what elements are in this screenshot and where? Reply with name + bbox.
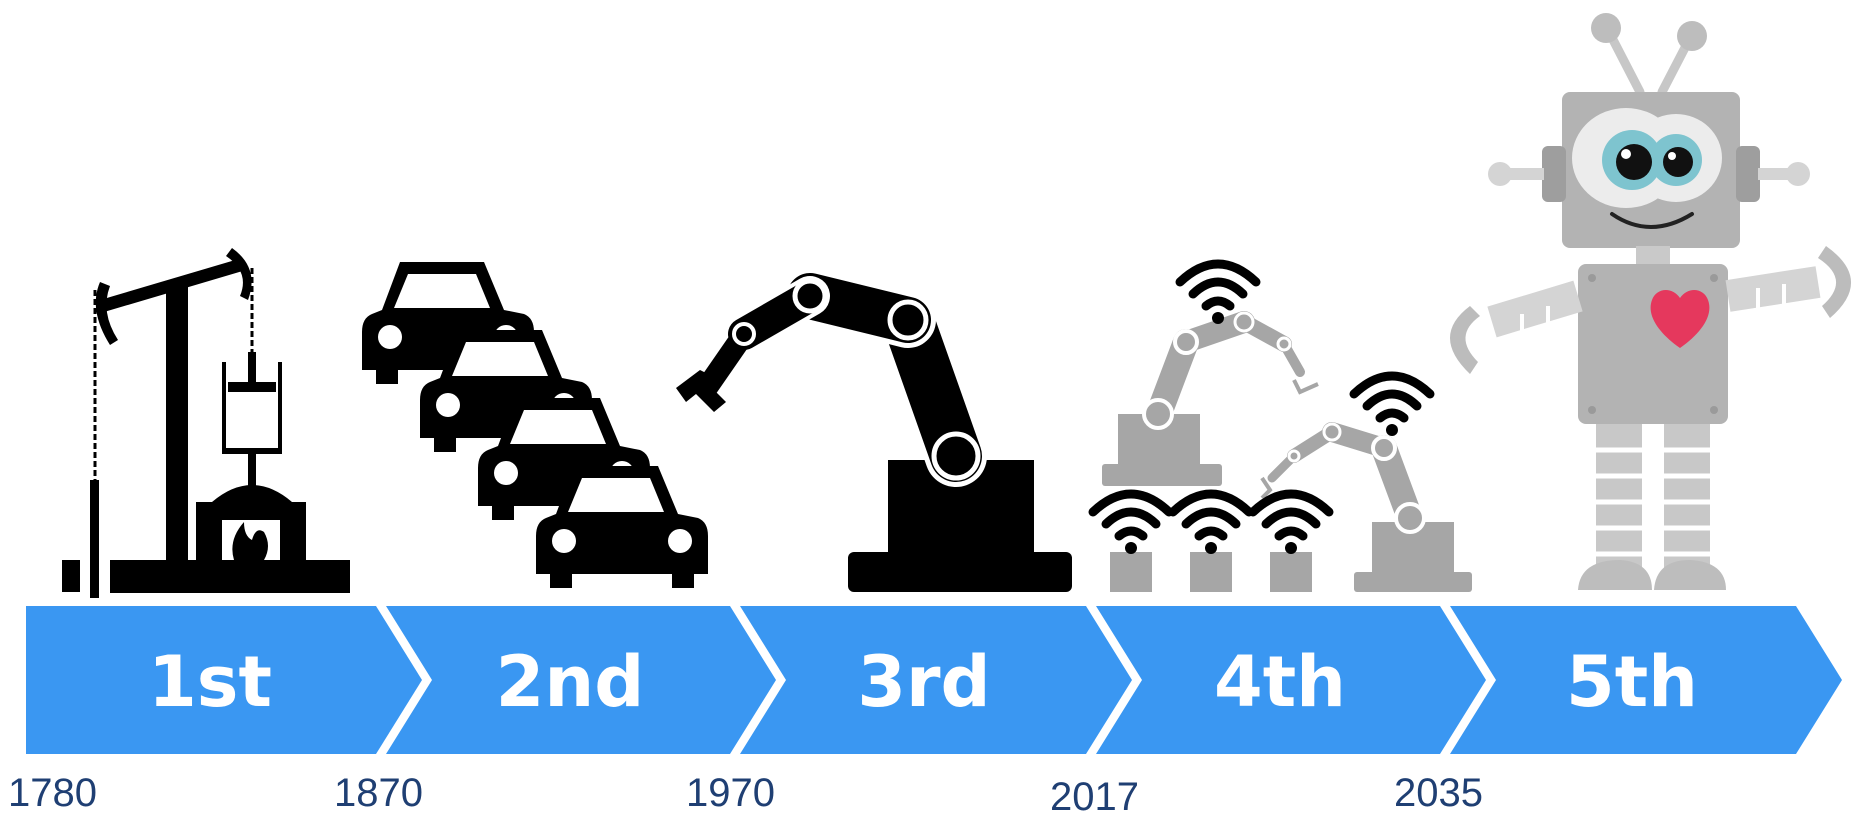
year-label-4: 2017 (1050, 775, 1139, 817)
era-labels: 1st 2nd 3rd 4th 5th (148, 641, 1698, 723)
era-arrow-5 (1450, 606, 1842, 754)
era-arrow-1 (26, 606, 422, 754)
timeline-arrow (26, 606, 1842, 754)
year-label-5: 2035 (1394, 771, 1483, 815)
era-label-5: 5th (1566, 641, 1698, 723)
steam-engine-pump-icon (62, 248, 350, 598)
era-arrow-3 (740, 606, 1132, 754)
era-label-3: 3rd (857, 641, 990, 723)
year-label-3: 1970 (686, 771, 775, 815)
year-labels: 1780 1870 1970 2017 2035 (8, 771, 1483, 817)
era-arrow-4 (1096, 606, 1486, 754)
friendly-robot-icon (1450, 13, 1852, 590)
era-arrow-2 (386, 606, 776, 754)
era-label-4: 4th (1214, 641, 1346, 723)
era-label-2: 2nd (496, 641, 645, 723)
connected-robot-arms-wifi-icon (1093, 264, 1472, 592)
industrial-robot-arm-icon (676, 268, 1072, 592)
assembly-line-cars-icon (362, 262, 708, 588)
year-label-2: 1870 (334, 771, 423, 815)
year-label-1: 1780 (8, 771, 97, 815)
era-label-1: 1st (148, 641, 272, 723)
